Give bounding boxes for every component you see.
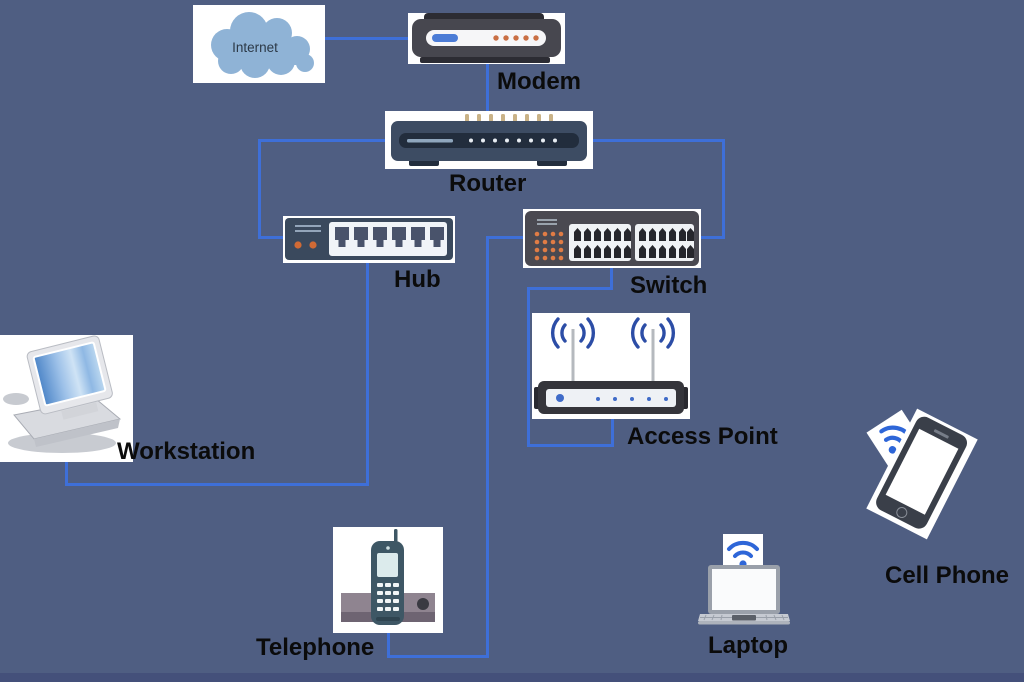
connector-hub-workstation-seg3 <box>65 456 68 486</box>
hub-device-icon <box>285 218 453 260</box>
wifi-signal-arcs-icon <box>551 317 675 349</box>
connector-switch-ap-seg5 <box>611 416 614 447</box>
cell-phone-node[interactable] <box>866 408 980 540</box>
workstation-node[interactable] <box>0 335 133 462</box>
connector-router-switch-seg1 <box>593 139 725 142</box>
connector-router-switch-seg3 <box>700 236 725 239</box>
connector-hub-workstation-seg2 <box>65 483 369 486</box>
telephone-node[interactable] <box>333 527 443 633</box>
connector-router-switch-seg2 <box>722 139 725 239</box>
access-point-device-icon <box>534 317 688 414</box>
laptop-node[interactable] <box>698 534 790 626</box>
modem-device-icon <box>412 13 561 63</box>
connector-internet-modem <box>323 37 408 40</box>
workstation-label: Workstation <box>117 438 256 465</box>
connector-hub-workstation-seg1 <box>366 261 369 486</box>
switch-node[interactable] <box>523 209 701 268</box>
bottom-edge-band <box>0 673 1024 682</box>
switch-label: Switch <box>630 272 708 299</box>
connector-switch-ap-seg4 <box>527 444 614 447</box>
access-point-label: Access Point <box>627 423 778 450</box>
connector-modem-router <box>486 62 489 115</box>
connector-switch-ap-seg1 <box>610 264 613 290</box>
router-node[interactable] <box>385 111 593 169</box>
router-device-icon <box>391 114 587 166</box>
workstation-device-icon <box>3 335 122 453</box>
modem-node[interactable] <box>408 13 565 64</box>
modem-label: Modem <box>497 68 581 95</box>
connector-switch-ap-seg3 <box>527 287 530 447</box>
cloud-label-text: Internet <box>232 40 278 55</box>
laptop-device-icon <box>698 565 790 625</box>
connector-switch-telephone-seg1 <box>488 236 525 239</box>
connector-switch-ap-seg2 <box>527 287 613 290</box>
cell-phone-label: Cell Phone <box>885 562 1010 589</box>
laptop-label: Laptop <box>708 632 788 659</box>
wifi-icon <box>727 540 759 568</box>
connector-switch-telephone-seg3 <box>387 655 489 658</box>
router-label: Router <box>449 170 527 197</box>
connector-router-hub-seg1 <box>258 139 385 142</box>
connector-router-hub-seg2 <box>258 139 261 239</box>
connector-switch-telephone-seg2 <box>486 236 489 658</box>
laptop-wifi-badge <box>723 534 763 571</box>
cloud-icon: Internet <box>211 12 314 78</box>
hub-node[interactable] <box>283 216 455 263</box>
connector-router-hub-seg3 <box>258 236 285 239</box>
hub-label: Hub <box>394 266 441 293</box>
telephone-device-icon <box>341 529 435 625</box>
access-point-node[interactable] <box>532 313 690 419</box>
internet-node[interactable]: Internet <box>193 5 325 83</box>
connector-switch-telephone-seg4 <box>387 629 390 658</box>
switch-device-icon <box>525 211 699 266</box>
telephone-label: Telephone <box>256 634 375 661</box>
